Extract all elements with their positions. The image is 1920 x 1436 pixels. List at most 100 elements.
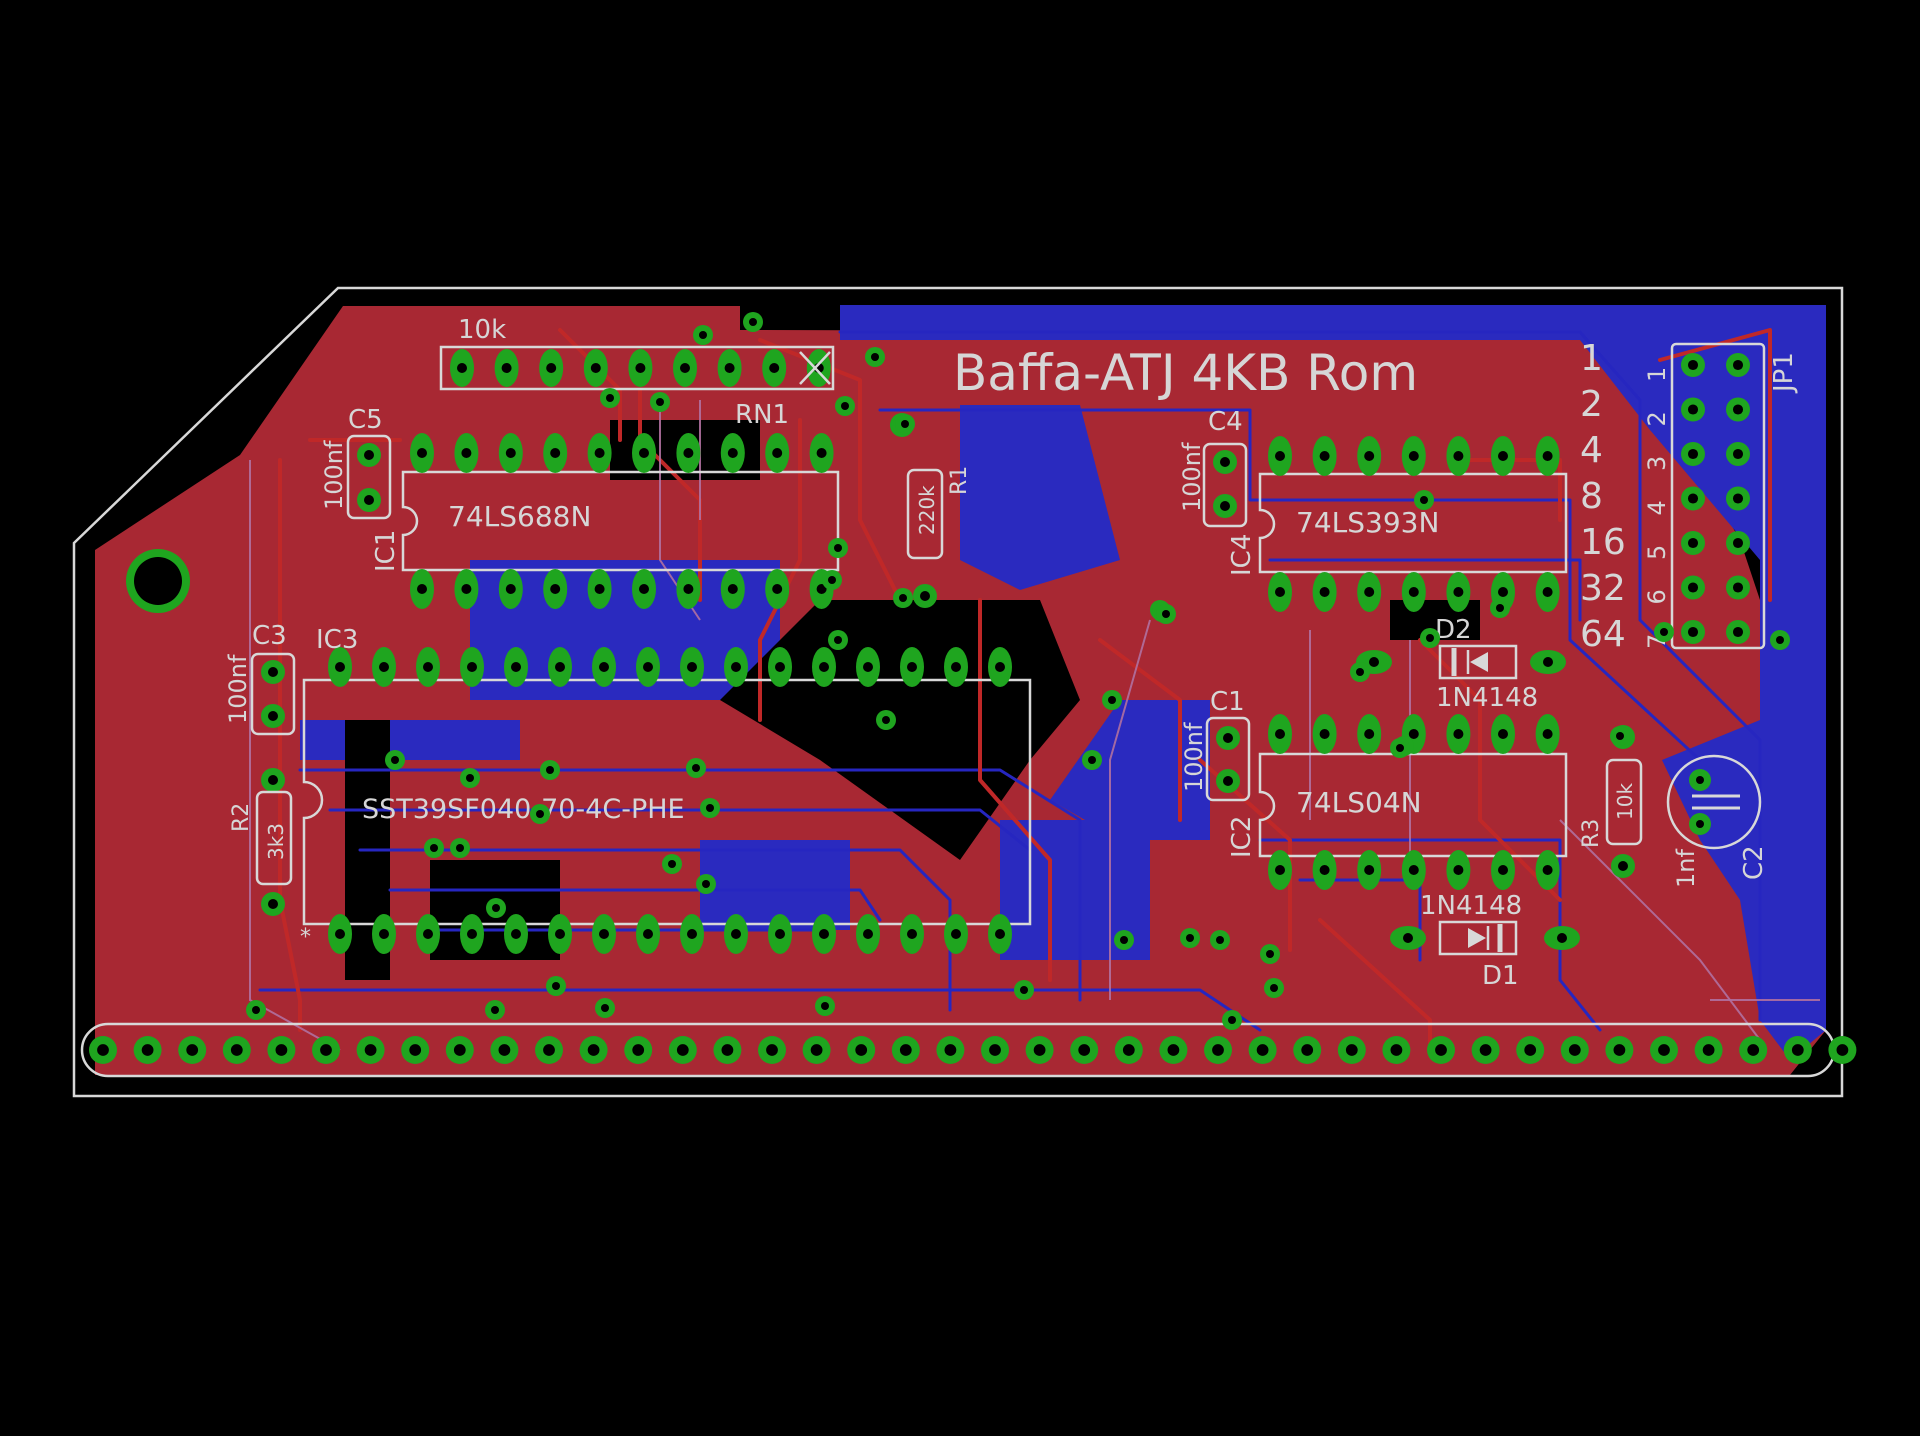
ic2-ref-label: IC2 xyxy=(1227,816,1257,858)
d1-diode: 1N4148 D1 xyxy=(1390,891,1580,991)
via xyxy=(828,538,848,558)
c2-ref-label: C2 xyxy=(1739,845,1769,880)
ic3-chip: IC3 SST39SF040-70-4C-PHE * xyxy=(300,625,1032,954)
ic1-pad xyxy=(410,569,434,609)
jp1-pad xyxy=(1726,486,1750,511)
ic3-pads xyxy=(328,647,1012,954)
via xyxy=(1654,622,1674,642)
ic2-chip: 74LS04N IC2 xyxy=(1227,714,1568,890)
ic3-pad xyxy=(548,914,572,954)
edge-connector-pad xyxy=(312,1036,340,1064)
via xyxy=(1102,690,1122,710)
ic3-pad xyxy=(856,647,880,687)
jp1-pad xyxy=(1681,397,1705,422)
edge-connector-pad xyxy=(535,1036,563,1064)
ic4-pad xyxy=(1357,572,1382,612)
via xyxy=(450,838,470,858)
edge-connector-pad xyxy=(1471,1036,1500,1064)
ic4-pad xyxy=(1446,436,1471,476)
rn1-outline xyxy=(439,345,835,391)
jp1-pad xyxy=(1726,397,1750,422)
ic2-pad xyxy=(1357,850,1382,890)
ic3-pad xyxy=(768,647,792,687)
rn1-pad xyxy=(628,349,653,387)
edge-connector-pad xyxy=(1828,1036,1857,1064)
ic3-pad xyxy=(724,647,748,687)
ic1-pad xyxy=(809,433,834,473)
mounting-hole xyxy=(126,549,190,613)
ic4-pad xyxy=(1446,572,1471,612)
via xyxy=(1014,980,1034,1000)
ic4-value-label: 74LS393N xyxy=(1296,506,1439,539)
via xyxy=(546,976,566,996)
via xyxy=(1420,628,1440,648)
r2-ref-label: R2 xyxy=(229,803,254,832)
ic1-pad xyxy=(587,569,612,609)
r1-value-label: 220k xyxy=(915,485,939,535)
ic2-pad xyxy=(1268,850,1292,890)
c4-ref-label: C4 xyxy=(1208,407,1243,437)
ic3-pad xyxy=(988,914,1012,954)
via xyxy=(876,710,896,730)
via xyxy=(835,396,855,416)
r2-resistor: R2 3k3 xyxy=(229,768,293,916)
ic1-pad xyxy=(543,433,568,473)
ic3-pad xyxy=(944,914,968,954)
c5-capacitor: C5 100nf xyxy=(320,405,392,520)
via xyxy=(650,392,670,412)
ic2-pad xyxy=(1535,850,1560,890)
r3-ref-label: R3 xyxy=(1579,819,1604,848)
c5-value-label: 100nf xyxy=(320,440,348,510)
rn1-pad xyxy=(539,349,564,387)
ic3-pad xyxy=(900,647,924,687)
via xyxy=(1770,630,1790,650)
ic1-pad xyxy=(720,569,745,609)
c1-capacitor: C1 100nf xyxy=(1180,687,1251,802)
via xyxy=(1114,930,1134,950)
via xyxy=(693,325,713,345)
ic1-pad xyxy=(765,433,790,473)
edge-connector-pad xyxy=(624,1036,653,1064)
ic4-pad xyxy=(1535,436,1560,476)
edge-connector-pad xyxy=(267,1036,296,1064)
ic3-pad xyxy=(328,647,352,687)
via xyxy=(246,1000,266,1020)
edge-connector-pad xyxy=(1070,1036,1099,1064)
ic1-pad xyxy=(454,433,479,473)
d1-ref-label: D1 xyxy=(1482,961,1519,991)
via xyxy=(540,760,560,780)
ic2-pad xyxy=(1535,714,1560,754)
edge-connector-pad xyxy=(1204,1036,1232,1064)
via xyxy=(530,804,550,824)
ic4-pad xyxy=(1268,436,1292,476)
ic4-pad xyxy=(1312,572,1337,612)
via xyxy=(486,898,506,918)
ic1-pads xyxy=(410,433,834,609)
c2-value-label: 1nf xyxy=(1672,849,1700,888)
edge-connector-pad xyxy=(1694,1036,1723,1064)
jp1-size-label: 64 xyxy=(1580,614,1626,655)
ic4-pad xyxy=(1312,436,1337,476)
via xyxy=(600,388,620,408)
ic2-pad xyxy=(1357,714,1382,754)
ic3-pad xyxy=(856,914,880,954)
jp1-pad xyxy=(1681,575,1705,600)
rn1-resistor-network: 10k RN1 xyxy=(439,315,835,430)
ic2-pad xyxy=(1401,850,1426,890)
via xyxy=(1210,930,1230,950)
ic1-chip: 74LS688N IC1 xyxy=(371,433,840,609)
ic1-pad xyxy=(676,433,701,473)
edge-connector-pad xyxy=(936,1036,965,1064)
jp1-pads xyxy=(1681,353,1750,644)
via xyxy=(1156,604,1176,624)
jp1-pin-label: 1 xyxy=(1643,367,1671,382)
via xyxy=(686,758,706,778)
ic3-pad xyxy=(944,647,968,687)
edge-connector-pad xyxy=(1427,1036,1455,1064)
via xyxy=(865,347,885,367)
ic3-pad xyxy=(504,914,528,954)
via xyxy=(895,414,915,434)
edge-connector-pad xyxy=(1783,1036,1812,1064)
